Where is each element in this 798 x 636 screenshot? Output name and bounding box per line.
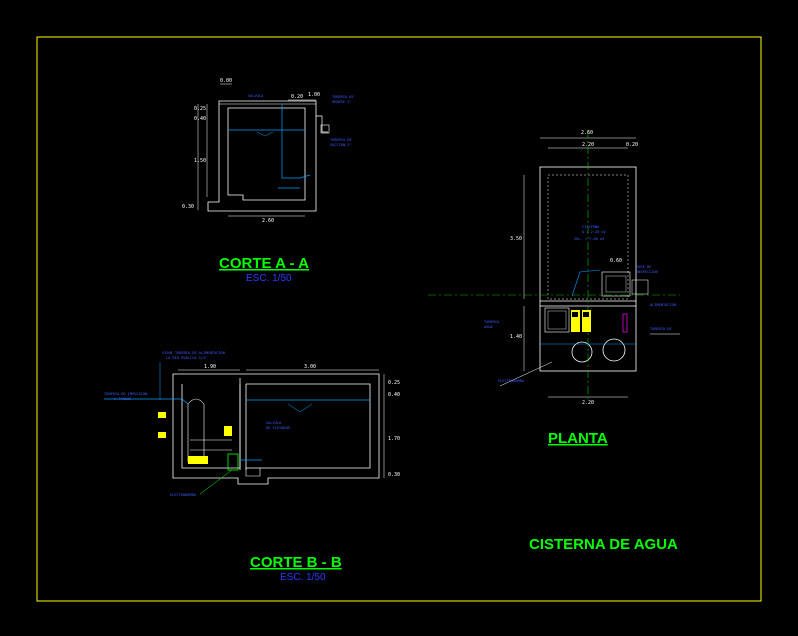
planta-equipment [499, 269, 680, 387]
svg-text:VOL. = 7.60 m3: VOL. = 7.60 m3 [574, 237, 604, 241]
corte-bb-view [172, 369, 385, 485]
svg-text:1.00: 1.00 [308, 92, 320, 98]
planta-view [523, 137, 649, 398]
svg-text:0.40: 0.40 [388, 392, 400, 398]
svg-text:TUBERIA DE: TUBERIA DE [650, 327, 672, 331]
svg-text:2.60: 2.60 [262, 218, 274, 224]
svg-text:0.20: 0.20 [626, 142, 638, 148]
svg-text:INSPECCION: INSPECCION [636, 270, 658, 274]
corte-bb-equipment [158, 412, 239, 495]
svg-text:2.20: 2.20 [582, 400, 594, 406]
svg-text:VALVULA: VALVULA [248, 94, 264, 98]
svg-text:A TANQUE: A TANQUE [114, 397, 131, 401]
svg-text:1.40: 1.40 [510, 334, 522, 340]
svg-text:SUCCION 2": SUCCION 2" [330, 143, 352, 147]
svg-text:1.50: 1.50 [194, 158, 206, 164]
corte-aa-scale: ESC. 1/50 [246, 273, 292, 284]
planta-title: PLANTA [548, 430, 608, 447]
svg-text:VALVULA: VALVULA [266, 421, 282, 425]
svg-text:ELECTROBOMBA: ELECTROBOMBA [170, 493, 197, 497]
svg-text:ALIMENTACION: ALIMENTACION [650, 303, 676, 307]
svg-text:1.90: 1.90 [204, 364, 216, 370]
corte-aa-title: CORTE A - A [219, 255, 309, 272]
svg-text:0.00: 0.00 [220, 78, 232, 84]
svg-text:0.60: 0.60 [610, 258, 622, 264]
svg-text:ELECTROBOMBA: ELECTROBOMBA [498, 379, 525, 383]
svg-text:A = 2.20 m2: A = 2.20 m2 [582, 230, 606, 234]
svg-text:TUBERIA DE: TUBERIA DE [330, 138, 352, 142]
svg-text:TUBERIA: TUBERIA [484, 320, 500, 324]
svg-text:REBOSE 2": REBOSE 2" [332, 100, 351, 104]
svg-text:3.50: 3.50 [510, 236, 522, 242]
corte-bb-scale: ESC. 1/50 [280, 572, 326, 583]
svg-text:3.00: 3.00 [304, 364, 316, 370]
svg-text:VIENE TUBERIA DE ALIMENTACION: VIENE TUBERIA DE ALIMENTACION [162, 351, 225, 355]
corte-bb-water [104, 362, 370, 461]
planta-axes [428, 130, 680, 402]
svg-text:TAPA DE: TAPA DE [636, 265, 651, 269]
corte-aa-dims: 0.00 0.25 0.40 1.50 0.30 2.60 0.20 1.00 … [182, 78, 354, 224]
corte-bb-dims: 1.90 3.00 0.25 0.40 1.70 0.30 VIENE TUBE… [104, 351, 400, 497]
svg-text:0.25: 0.25 [388, 380, 400, 386]
svg-text:0.25: 0.25 [194, 106, 206, 112]
svg-text:AGUA: AGUA [484, 325, 493, 329]
svg-text:TUBERIA DE IMPULSION: TUBERIA DE IMPULSION [104, 392, 147, 396]
svg-text:CISTERNA: CISTERNA [582, 225, 600, 229]
svg-text:0.20: 0.20 [291, 94, 303, 100]
svg-text:TUBERIA DE: TUBERIA DE [332, 95, 354, 99]
svg-text:2.60: 2.60 [581, 130, 593, 136]
corte-aa-view [197, 83, 330, 217]
svg-text:2.20: 2.20 [582, 142, 594, 148]
corte-aa-water [228, 104, 311, 189]
svg-text:0.30: 0.30 [182, 204, 194, 210]
svg-text:LA RED PUBLICA 3/4": LA RED PUBLICA 3/4" [166, 356, 207, 360]
planta-dims: 2.60 2.20 0.20 3.50 1.40 2.20 0.60 CISTE… [484, 130, 676, 406]
svg-text:0.40: 0.40 [194, 116, 206, 122]
corte-bb-title: CORTE B - B [250, 554, 342, 571]
svg-text:1.70: 1.70 [388, 436, 400, 442]
sheet-border [36, 36, 762, 602]
svg-text:0.30: 0.30 [388, 472, 400, 478]
drawing-title: CISTERNA DE AGUA [529, 536, 678, 553]
svg-text:DE FLOTADOR: DE FLOTADOR [266, 426, 291, 430]
